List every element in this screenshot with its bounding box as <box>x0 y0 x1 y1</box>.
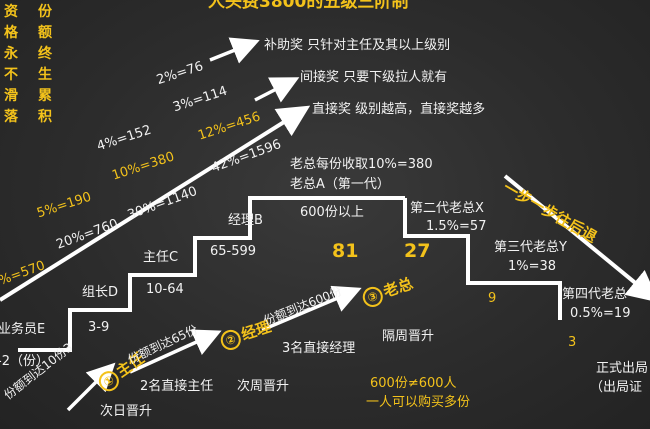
step-back-arrow <box>503 174 650 303</box>
level-c-name: 主任C <box>143 250 179 265</box>
arrow-indirect <box>254 77 300 103</box>
boss-gen4: 第四代老总 <box>562 287 628 302</box>
page-title: 人头费3800的五级三阶制 <box>208 0 409 12</box>
promo1-note: 次日晋升 <box>100 404 153 419</box>
promo3-note: 隔周晋升 <box>382 329 435 344</box>
promo3-requirement: 3名直接经理 <box>282 341 356 356</box>
promo2-requirement: 2名直接主任 <box>140 379 214 394</box>
number-9: 9 <box>488 291 497 306</box>
vertical-text-share: 份额终生累积 <box>38 4 52 125</box>
promo2-note: 次周晋升 <box>237 379 290 394</box>
footer-line1: 600份≠600人 <box>370 376 457 391</box>
level-b-name: 经理B <box>228 213 263 228</box>
promo-arrow-3 <box>261 285 362 332</box>
level-d-name: 组长D <box>82 285 119 300</box>
boss-gen4-rate: 0.5%=19 <box>570 306 631 321</box>
number-3: 3 <box>568 335 577 350</box>
note-direct: 直接奖 级别越高，直接奖越多 <box>312 102 486 117</box>
boss-gen2-rate: 1.5%=57 <box>426 219 487 234</box>
level-c-range: 10-64 <box>146 282 184 297</box>
staircase-down <box>403 198 562 320</box>
footer-line2: 一人可以购买多份 <box>366 395 471 410</box>
note-indirect: 间接奖 只要下级拉人就有 <box>300 70 448 85</box>
boss-gen3: 第三代老总Y <box>494 240 567 255</box>
boss-line1: 老总每份收取10%=380 <box>290 157 433 172</box>
level-e-name: 业务员E <box>0 322 46 337</box>
boss-gen2: 第二代老总X <box>410 201 484 216</box>
level-a-range: 600份以上 <box>300 205 364 220</box>
boss-exit-sub: （出局证 <box>590 380 643 395</box>
boss-line2: 老总A（第一代） <box>290 177 390 192</box>
level-d-range: 3-9 <box>88 320 110 335</box>
staircase-up <box>18 196 405 352</box>
arrow-subsidy <box>209 37 260 64</box>
boss-exit: 正式出局 <box>596 361 649 376</box>
vertical-text-qualification: 资格永不滑落 <box>4 4 18 125</box>
promo-arrow-1 <box>66 362 116 412</box>
number-81: 81 <box>332 240 359 262</box>
main-diagonal-line <box>0 105 311 302</box>
number-27: 27 <box>404 240 431 262</box>
level-b-range: 65-599 <box>210 244 257 259</box>
level-e-range: -2（份） <box>0 354 49 369</box>
boss-gen3-rate: 1%=38 <box>508 259 557 274</box>
promo-arrow-2 <box>129 329 222 374</box>
note-subsidy: 补助奖 只针对主任及其以上级别 <box>264 38 451 53</box>
